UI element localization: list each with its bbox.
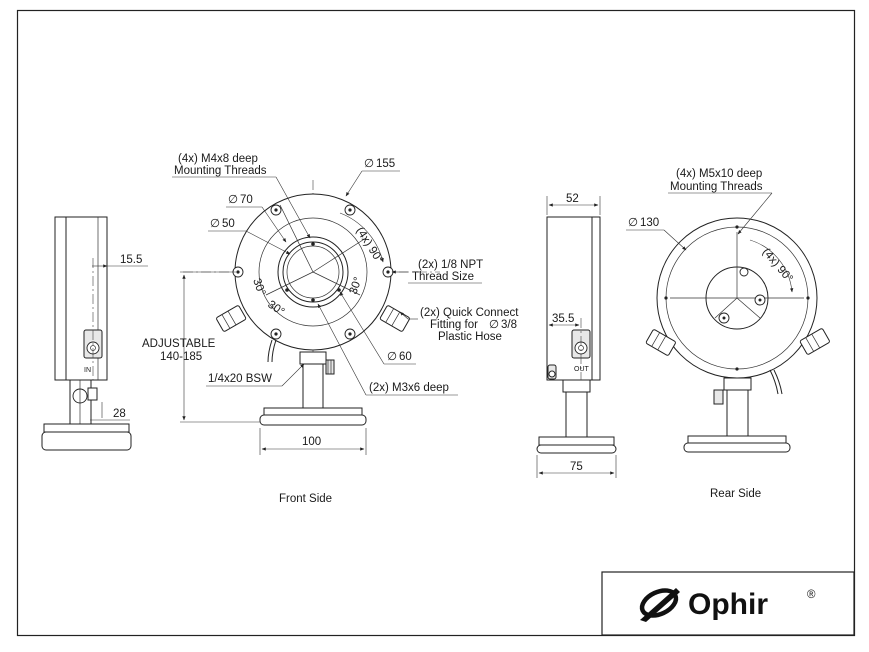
right-dim-52: 52 (566, 193, 579, 205)
qc-label-1: (2x) Quick Connect (420, 307, 519, 319)
qc-dia-symbol: ∅ (489, 319, 499, 331)
right-dim-75: 75 (570, 461, 583, 473)
npt-label-1: (2x) 1/8 NPT (418, 259, 483, 271)
rear-dia-130-value: 130 (640, 217, 659, 229)
left-dim-15-5: 15.5 (120, 254, 142, 266)
drawing-border (16, 9, 856, 637)
logo-box: Ophir ® (601, 571, 855, 636)
dia-70-symbol: ∅ (228, 194, 238, 206)
rear-threads-label-1: (4x) M5x10 deep (676, 168, 762, 180)
logo-registered: ® (807, 589, 816, 601)
dia-60-value: 60 (399, 351, 412, 363)
dia-50-symbol: ∅ (210, 218, 220, 230)
front-angle-30-right: 30° (348, 276, 365, 296)
dia-70-value: 70 (240, 194, 253, 206)
adjustable-label-1: ADJUSTABLE (142, 338, 216, 350)
rear-dia-130-symbol: ∅ (628, 217, 638, 229)
front-side-caption: Front Side (279, 493, 332, 505)
front-view: ADJUSTABLE 140-185 100 (4x) M4x8 deep Mo… (142, 153, 519, 505)
qc-label-2: Fitting for (430, 319, 478, 331)
qc-label-3: Plastic Hose (438, 331, 502, 343)
left-port-label: IN (84, 367, 91, 374)
dia-155-symbol: ∅ (364, 158, 374, 170)
ophir-swoosh-icon (639, 588, 680, 622)
bsw-label: 1/4x20 BSW (208, 373, 272, 385)
left-side-view: IN 15.5 28 (41, 216, 148, 451)
adjustable-label-2: 140-185 (160, 351, 202, 363)
rear-view: (4x) M5x10 deep Mounting Threads ∅ 130 (… (626, 168, 830, 500)
rear-threads-label-2: Mounting Threads (670, 181, 763, 193)
front-threads-label-2: Mounting Threads (174, 165, 267, 177)
front-dim-100: 100 (302, 436, 321, 448)
front-angle-30-left-a: 30° (250, 277, 267, 297)
dia-155-value: 155 (376, 158, 395, 170)
right-side-view: OUT 52 35.5 75 (536, 193, 617, 478)
right-port-label: OUT (574, 366, 590, 373)
left-dim-28: 28 (113, 408, 126, 420)
rear-side-caption: Rear Side (710, 488, 761, 500)
m3-label: (2x) M3x6 deep (369, 382, 449, 394)
logo-brand: Ophir (688, 588, 768, 621)
dia-60-symbol: ∅ (387, 351, 397, 363)
npt-label-2: Thread Size (412, 271, 474, 283)
right-dim-35-5: 35.5 (552, 313, 574, 325)
front-threads-label-1: (4x) M4x8 deep (178, 153, 258, 165)
dia-50-value: 50 (222, 218, 235, 230)
qc-dia-value: 3/8 (501, 319, 517, 331)
